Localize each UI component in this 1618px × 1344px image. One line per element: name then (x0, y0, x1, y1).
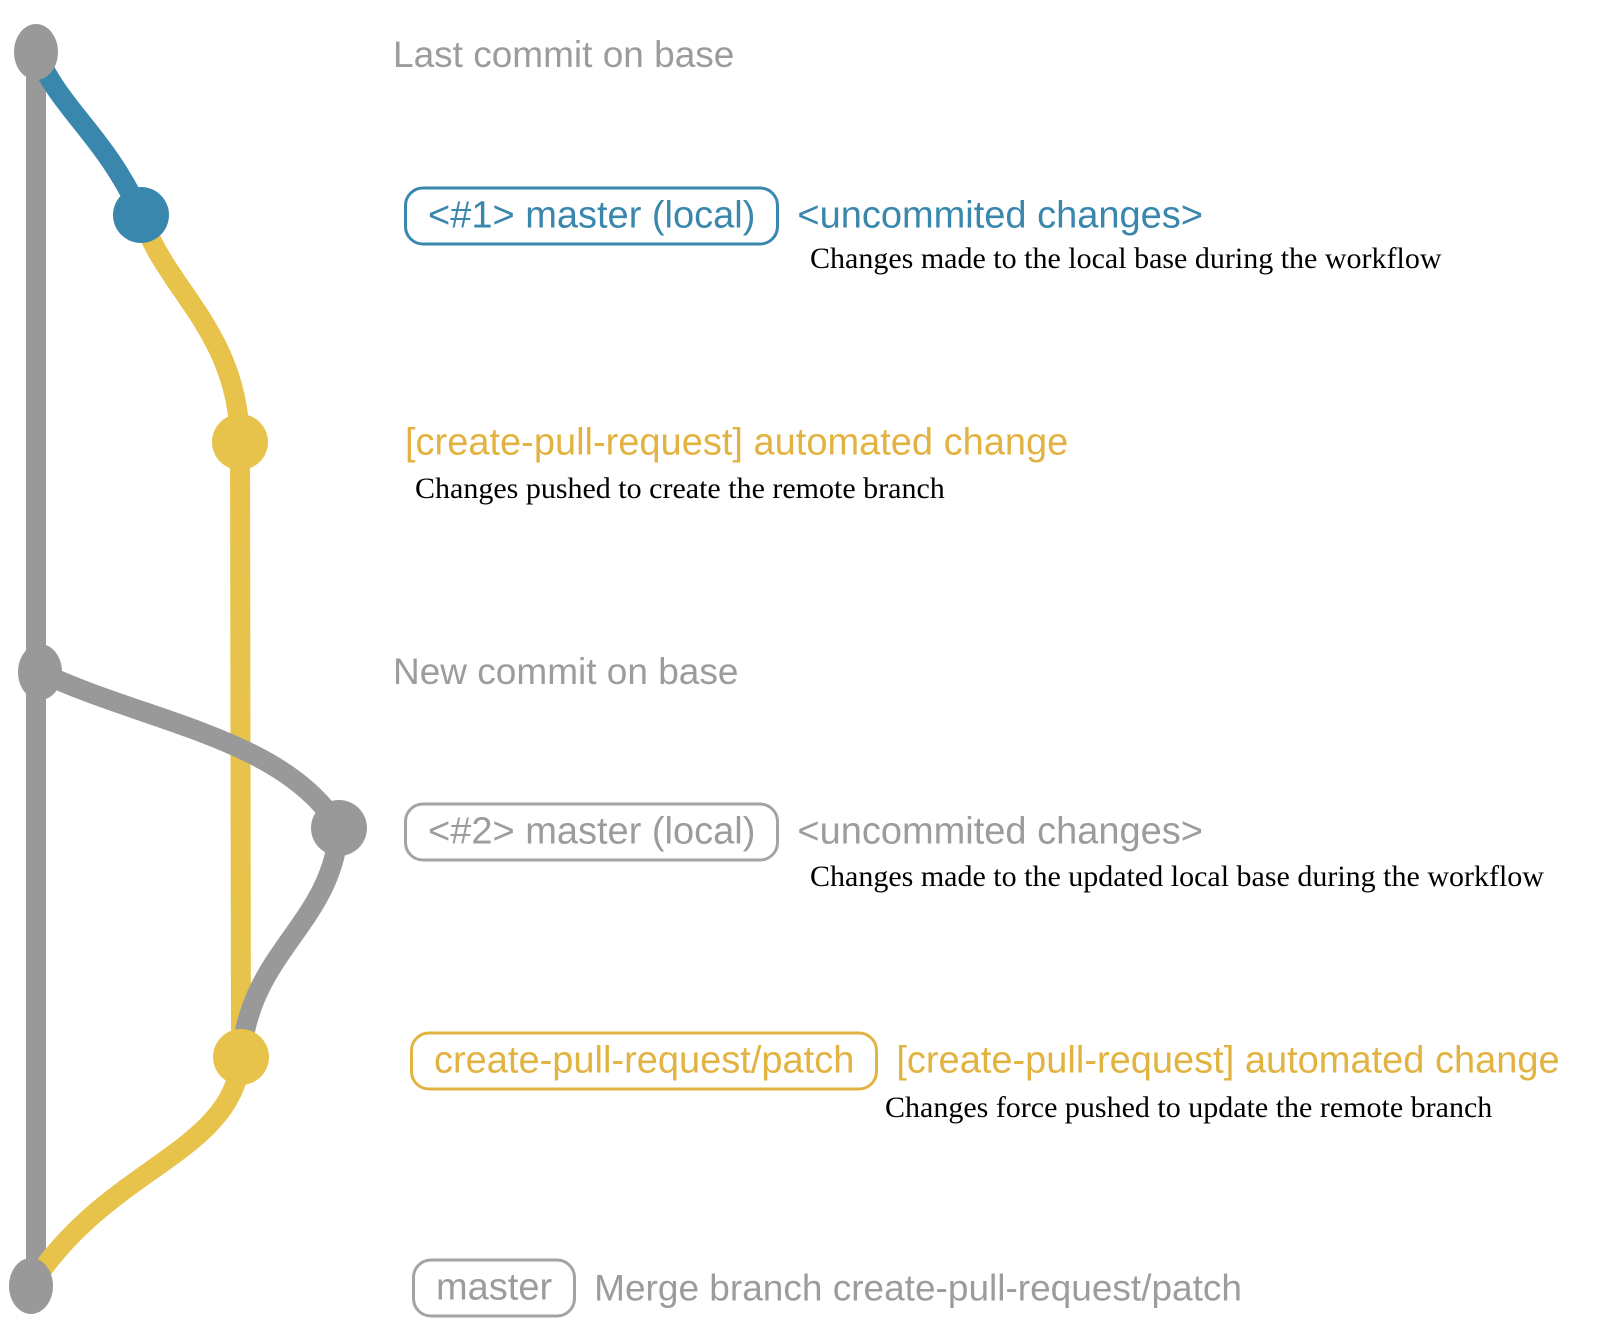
commit-node-local-2 (311, 800, 367, 856)
branch-badge-master: master (412, 1258, 577, 1318)
description-local-2: Changes made to the updated local base d… (810, 860, 1544, 893)
row-local-commit-2: <#2> master (local) <uncommited changes> (404, 802, 1203, 862)
commit-node-last-base (14, 24, 58, 80)
commit-node-new-base (18, 644, 62, 700)
local-branch-curve (26, 48, 151, 220)
header-new-commit-on-base: New commit on base (393, 651, 739, 692)
remote-branch-line (22, 211, 252, 1292)
commit-node-remote-1 (212, 414, 268, 470)
description-remote-2: Changes force pushed to update the remot… (885, 1091, 1493, 1124)
commit-node-merge (9, 1258, 53, 1314)
annotation-automated-1: [create-pull-request] automated change (405, 421, 1069, 464)
row-merge-commit: master Merge branch create-pull-request/… (412, 1258, 1242, 1318)
annotation-uncommitted-1: <uncommited changes> (797, 194, 1203, 237)
commit-node-local-1 (113, 187, 169, 243)
branch-badge-local-1: <#1> master (local) (404, 186, 780, 246)
row-local-commit-1: <#1> master (local) <uncommited changes> (404, 186, 1203, 246)
row-remote-commit-2: create-pull-request/patch [create-pull-r… (410, 1031, 1560, 1091)
description-local-1: Changes made to the local base during th… (810, 242, 1442, 275)
header-last-commit-on-base: Last commit on base (393, 34, 735, 75)
annotation-uncommitted-2: <uncommited changes> (797, 810, 1203, 853)
description-remote-1: Changes pushed to create the remote bran… (415, 472, 945, 505)
branch-badge-patch: create-pull-request/patch (410, 1031, 879, 1091)
branch-badge-local-2: <#2> master (local) (404, 802, 780, 862)
description-merge: Merge branch create-pull-request/patch (594, 1267, 1242, 1308)
annotation-automated-2: [create-pull-request] automated change (896, 1039, 1560, 1082)
rebased-local-curve (35, 662, 350, 1058)
commit-node-remote-2 (213, 1029, 269, 1085)
